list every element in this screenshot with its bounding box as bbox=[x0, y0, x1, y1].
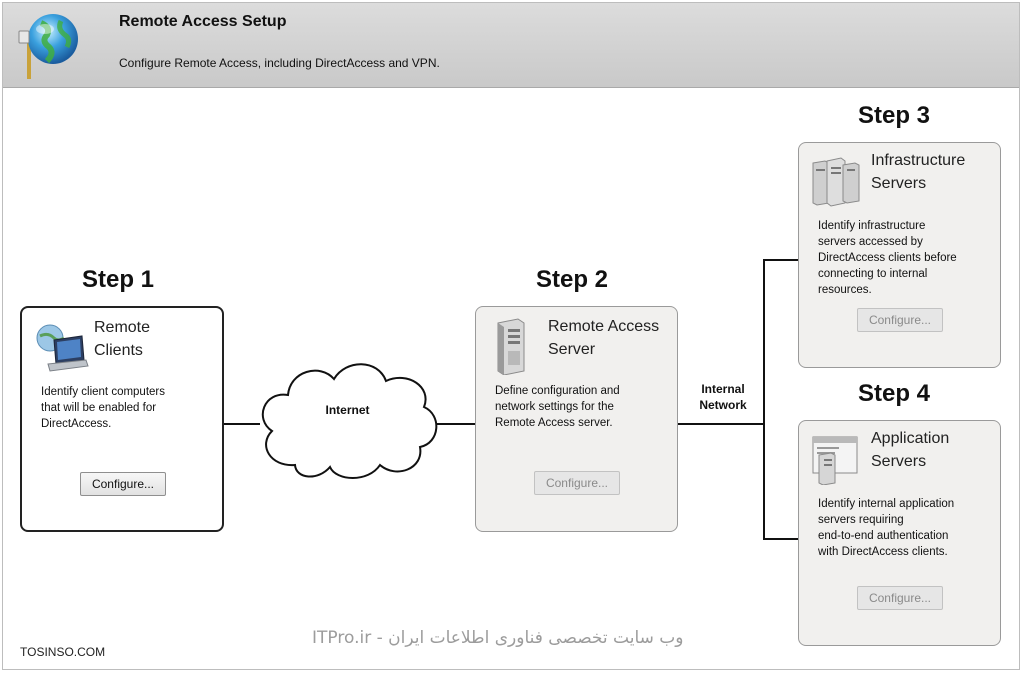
window-subtitle: Configure Remote Access, including Direc… bbox=[119, 56, 440, 70]
internal-network-line2: Network bbox=[699, 398, 747, 412]
step2-description: Define configuration and network setting… bbox=[495, 383, 620, 431]
step1-title-line1: Remote bbox=[94, 319, 151, 336]
internal-network-line1: Internal bbox=[701, 382, 745, 396]
connector-to-step3 bbox=[763, 259, 798, 261]
application-server-icon bbox=[812, 436, 858, 485]
remote-access-globe-icon bbox=[18, 14, 78, 79]
step4-configure-button[interactable]: Configure... bbox=[857, 586, 943, 610]
laptop-globe-icon bbox=[36, 324, 89, 372]
step2-title-line2: Server bbox=[548, 341, 596, 358]
step2-label: Step 2 bbox=[536, 266, 609, 293]
step4-desc-line: Identify internal application bbox=[818, 498, 955, 510]
wizard-header: Remote Access Setup Configure Remote Acc… bbox=[3, 3, 1019, 88]
step4-description: Identify internal application servers re… bbox=[818, 496, 954, 560]
step3-desc-line: resources. bbox=[818, 284, 872, 296]
step2-desc-line: Define configuration and bbox=[495, 385, 620, 397]
step3-configure-button[interactable]: Configure... bbox=[857, 308, 943, 332]
step3-label: Step 3 bbox=[858, 102, 931, 129]
step3-desc-line: DirectAccess clients before bbox=[818, 252, 957, 264]
server-tower-icon bbox=[497, 318, 525, 375]
connector-step1-internet bbox=[223, 423, 260, 425]
internet-cloud-icon bbox=[261, 363, 438, 479]
step4-desc-line: servers requiring bbox=[818, 514, 904, 526]
connector-to-step4 bbox=[763, 538, 798, 540]
step3-description: Identify infrastructure servers accessed… bbox=[818, 218, 957, 298]
step3-title: Infrastructure Servers bbox=[871, 149, 1021, 195]
step3-desc-line: connecting to internal bbox=[818, 268, 928, 280]
step1-title: Remote Clients bbox=[94, 316, 244, 362]
step3-title-line1: Infrastructure bbox=[871, 152, 966, 169]
step4-label: Step 4 bbox=[858, 380, 931, 407]
step3-title-line2: Servers bbox=[871, 175, 927, 192]
step1-desc-line: Identify client computers bbox=[41, 386, 166, 398]
step2-remote-access-server-card: Remote Access Server Define configuratio… bbox=[475, 306, 678, 532]
step2-title: Remote Access Server bbox=[548, 315, 698, 361]
step2-desc-line: Remote Access server. bbox=[495, 417, 613, 429]
tosinso-watermark: TOSINSO.COM bbox=[20, 645, 106, 659]
step4-desc-line: end-to-end authentication bbox=[818, 530, 949, 542]
step1-desc-line: that will be enabled for bbox=[41, 402, 157, 414]
step1-desc-line: DirectAccess. bbox=[41, 418, 112, 430]
step1-label: Step 1 bbox=[82, 266, 155, 293]
step1-title-line2: Clients bbox=[94, 342, 143, 359]
step1-configure-button[interactable]: Configure... bbox=[80, 472, 166, 496]
step4-title: Application Servers bbox=[871, 427, 1021, 473]
step4-title-line2: Servers bbox=[871, 453, 927, 470]
step4-desc-line: with DirectAccess clients. bbox=[818, 546, 948, 558]
step3-infrastructure-servers-card: Infrastructure Servers Identify infrastr… bbox=[798, 142, 1001, 368]
internal-network-label: Internal Network bbox=[682, 381, 764, 413]
step4-application-servers-card: Application Servers Identify internal ap… bbox=[798, 420, 1001, 646]
step1-description: Identify client computers that will be e… bbox=[41, 384, 165, 432]
connector-internet-step2 bbox=[437, 423, 475, 425]
step2-desc-line: network settings for the bbox=[495, 401, 614, 413]
connector-step2-internal bbox=[677, 423, 764, 425]
itpro-watermark: ITPro.ir - وب سایت تخصصی فناوری اطلاعات … bbox=[312, 628, 684, 648]
internet-label: Internet bbox=[325, 403, 370, 417]
step2-title-line1: Remote Access bbox=[548, 318, 660, 335]
step1-remote-clients-card: Remote Clients Identify client computers… bbox=[20, 306, 224, 532]
step2-configure-button[interactable]: Configure... bbox=[534, 471, 620, 495]
infrastructure-servers-icon bbox=[812, 157, 860, 207]
step4-title-line1: Application bbox=[871, 430, 950, 447]
step3-desc-line: servers accessed by bbox=[818, 236, 923, 248]
connector-vertical-bus bbox=[763, 259, 765, 540]
window-title: Remote Access Setup bbox=[119, 13, 287, 30]
step3-desc-line: Identify infrastructure bbox=[818, 220, 926, 232]
